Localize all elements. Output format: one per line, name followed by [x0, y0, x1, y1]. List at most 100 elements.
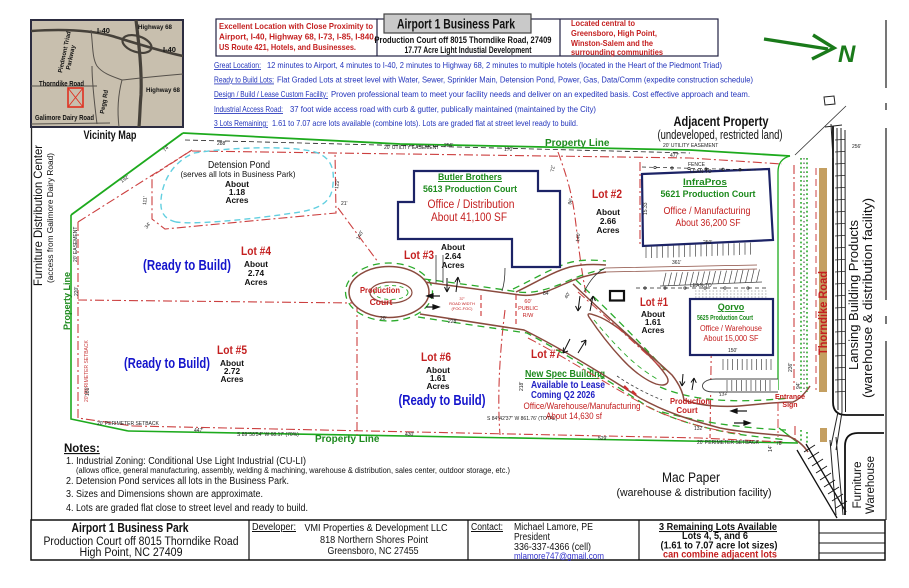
svg-text:Lot #4: Lot #4 — [241, 246, 272, 258]
svg-text:About: About — [426, 365, 450, 375]
svg-text:14': 14' — [768, 445, 774, 452]
svg-text:(warehouse & distribution faci: (warehouse & distribution facility) — [861, 198, 875, 398]
svg-text:1. Industrial Zoning: Condit: 1. Industrial Zoning: Conditional Use Li… — [66, 456, 306, 467]
svg-text:140': 140' — [575, 232, 582, 242]
svg-text:447': 447' — [194, 428, 203, 434]
svg-text:About 41,100 SF: About 41,100 SF — [431, 212, 507, 224]
svg-text:S 89°58'54" W 68.17' (70%): S 89°58'54" W 68.17' (70%) — [237, 432, 299, 438]
svg-text:2.66: 2.66 — [600, 216, 617, 226]
svg-text:Acres: Acres — [220, 374, 243, 384]
svg-text:336-337-4366 (cell): 336-337-4366 (cell) — [514, 542, 591, 553]
svg-text:Lot #1: Lot #1 — [640, 297, 668, 309]
svg-text:220': 220' — [74, 287, 80, 296]
svg-text:Entrance: Entrance — [775, 394, 805, 401]
svg-text:96': 96' — [567, 198, 574, 206]
svg-text:I-40: I-40 — [163, 45, 176, 54]
svg-text:5621 Production Court: 5621 Production Court — [661, 189, 757, 200]
svg-text:20' UTILITY EASEMENT: 20' UTILITY EASEMENT — [384, 145, 439, 151]
svg-text:About: About — [596, 207, 620, 217]
svg-text:150': 150' — [728, 348, 737, 354]
svg-text:About: About — [220, 358, 244, 368]
svg-text:(Ready to Build): (Ready to Build) — [124, 356, 210, 372]
svg-text:(serves all lots in Business P: (serves all lots in Business Park) — [181, 169, 296, 179]
svg-text:President: President — [514, 532, 550, 543]
svg-text:2.72: 2.72 — [224, 366, 241, 376]
svg-text:(FOC-FOC): (FOC-FOC) — [452, 306, 474, 311]
svg-text:5613 Production Court: 5613 Production Court — [423, 184, 518, 195]
svg-text:Furniture Distribution Center: Furniture Distribution Center — [31, 145, 45, 286]
svg-text:can combine adjacent lots: can combine adjacent lots — [663, 550, 777, 561]
svg-text:60': 60' — [524, 299, 531, 305]
svg-text:Design / Build / Lease Custom: Design / Build / Lease Custom Facility: — [214, 89, 328, 99]
svg-text:218': 218' — [519, 382, 525, 391]
svg-text:PUBLIC: PUBLIC — [518, 306, 538, 312]
svg-text:Airport 1 Business Park: Airport 1 Business Park — [72, 521, 189, 535]
svg-text:3. Sizes and Dimensions shown: 3. Sizes and Dimensions shown are approx… — [66, 489, 263, 500]
svg-text:Detension Pond: Detension Pond — [208, 159, 270, 171]
svg-text:1.61: 1.61 — [645, 317, 662, 327]
svg-text:Adjacent Property: Adjacent Property — [674, 113, 769, 129]
svg-text:111': 111' — [142, 196, 149, 205]
svg-text:Office / Distribution: Office / Distribution — [428, 199, 515, 211]
svg-text:818 Northern Shores Point: 818 Northern Shores Point — [320, 534, 428, 546]
svg-text:Production Court off 8015 Thor: Production Court off 8015 Thorndike Road… — [375, 35, 552, 45]
svg-text:(access from Galimore Dairy Ro: (access from Galimore Dairy Road) — [45, 153, 55, 283]
svg-text:Mac Paper: Mac Paper — [662, 470, 720, 485]
svg-text:2. Detension Pond services al: 2. Detension Pond services all lots in t… — [66, 476, 289, 487]
svg-text:(Ready to Build): (Ready to Build) — [399, 393, 486, 409]
svg-text:Production: Production — [670, 397, 710, 406]
svg-text:S 84°42'37" W 861.76' (TOTAL: S 84°42'37" W 861.76' (TOTAL) — [487, 416, 558, 422]
svg-text:1.18: 1.18 — [229, 187, 246, 197]
svg-text:Lot #6: Lot #6 — [421, 352, 451, 364]
svg-text:40': 40' — [564, 291, 572, 300]
svg-text:Acres: Acres — [441, 260, 464, 270]
svg-text:About: About — [244, 259, 268, 269]
svg-text:529': 529' — [598, 436, 607, 442]
svg-text:Located central to: Located central to — [571, 19, 635, 28]
svg-text:132': 132' — [718, 391, 728, 398]
svg-text:High Point, NC 27409: High Point, NC 27409 — [80, 547, 183, 559]
svg-text:Highway 68: Highway 68 — [146, 87, 180, 94]
svg-text:Ready to Build Lots:: Ready to Build Lots: — [214, 75, 274, 85]
svg-text:4. Lots are graded flat close: 4. Lots are graded flat close to street … — [66, 503, 308, 514]
svg-text:Acres: Acres — [596, 225, 619, 235]
svg-text:Lansing Building Products: Lansing Building Products — [846, 220, 861, 370]
svg-text:Office/Warehouse/Manufacturing: Office/Warehouse/Manufacturing — [524, 401, 641, 411]
svg-text:256': 256' — [852, 144, 861, 150]
svg-text:Thorndike Road: Thorndike Road — [818, 271, 830, 355]
svg-text:FENCE: FENCE — [688, 162, 706, 168]
svg-text:N: N — [838, 41, 856, 68]
svg-text:20' PERIMETER SETBACK: 20' PERIMETER SETBACK — [697, 440, 759, 446]
svg-text:(Ready to Build): (Ready to Build) — [143, 258, 231, 274]
svg-text:37 foot wide access road with: 37 foot wide access road with curb & gut… — [290, 104, 596, 114]
svg-text:Greensboro, High Point,: Greensboro, High Point, — [571, 29, 657, 38]
svg-text:Acres: Acres — [225, 195, 248, 205]
svg-text:About: About — [641, 309, 665, 319]
svg-text:Lot #3: Lot #3 — [404, 250, 434, 262]
svg-text:Great Location:: Great Location: — [214, 60, 261, 70]
svg-text:Available to Lease: Available to Lease — [531, 380, 605, 391]
svg-text:20' EASEMENT: 20' EASEMENT — [73, 227, 79, 262]
svg-text:Highway 68: Highway 68 — [138, 24, 172, 31]
svg-text:Court: Court — [676, 406, 698, 415]
svg-text:Galimore Dairy Road: Galimore Dairy Road — [35, 115, 94, 122]
svg-text:Michael Lamore, PE: Michael Lamore, PE — [514, 522, 593, 533]
svg-text:(undeveloped, restricted land): (undeveloped, restricted land) — [658, 128, 783, 142]
svg-text:Sign: Sign — [782, 402, 797, 409]
svg-text:Court: Court — [370, 297, 393, 307]
svg-text:236': 236' — [788, 363, 794, 372]
svg-text:228': 228' — [448, 319, 457, 325]
svg-text:Contact:: Contact: — [471, 522, 503, 533]
svg-text:LEAN-TO: LEAN-TO — [690, 283, 712, 289]
svg-text:Airport, I-40, Highway 68, I-: Airport, I-40, Highway 68, I-73, I-85, I… — [219, 33, 376, 42]
svg-text:94': 94' — [796, 382, 802, 389]
svg-text:34': 34' — [144, 221, 153, 230]
svg-text:About 14,630 sf: About 14,630 sf — [546, 411, 602, 421]
svg-text:New Spec Building: New Spec Building — [525, 369, 605, 380]
svg-text:About: About — [225, 179, 249, 189]
svg-text:Qorvo: Qorvo — [718, 302, 745, 312]
svg-text:mlamore747@gmail.com: mlamore747@gmail.com — [514, 551, 604, 562]
svg-text:(warehouse & distribution faci: (warehouse & distribution facility) — [617, 487, 772, 499]
svg-text:5625 Production Court: 5625 Production Court — [697, 315, 753, 322]
svg-text:ROAD WIDTH: ROAD WIDTH — [449, 301, 475, 306]
